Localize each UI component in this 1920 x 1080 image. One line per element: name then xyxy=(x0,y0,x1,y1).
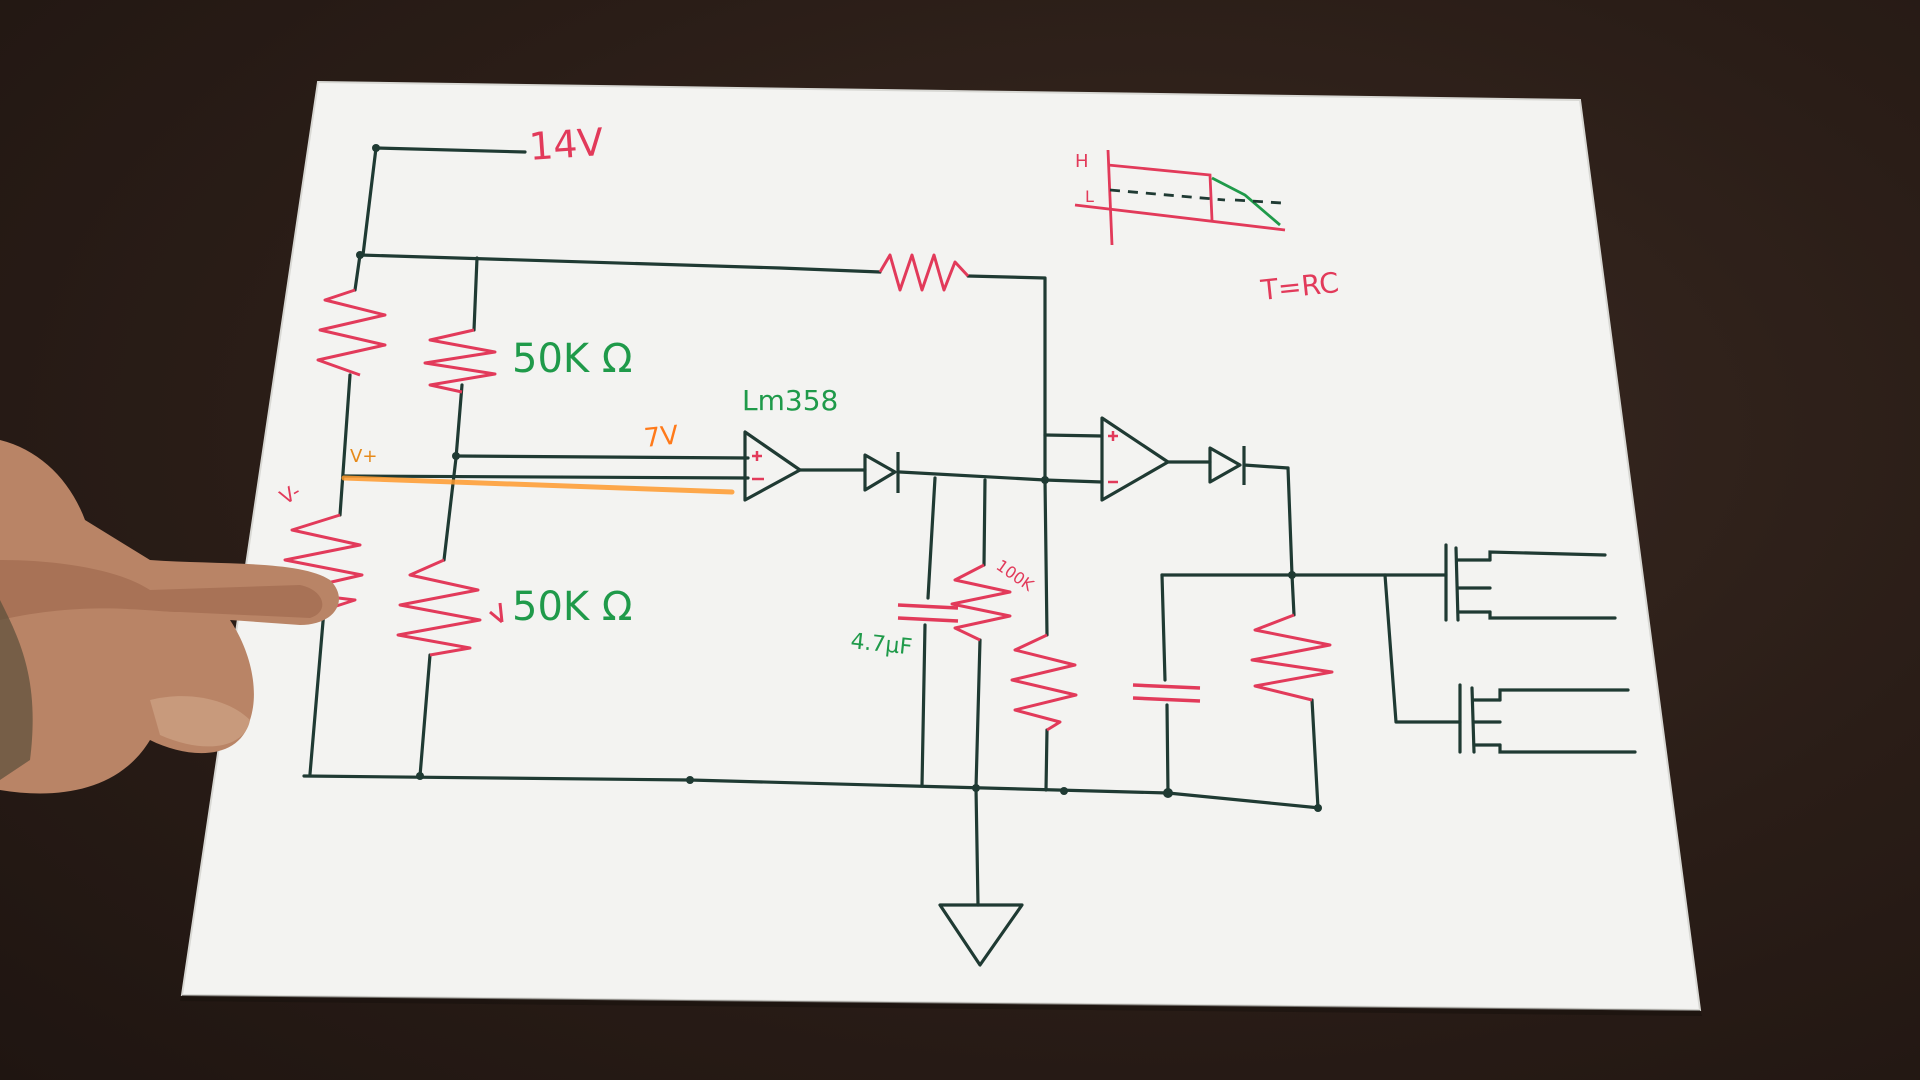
label-wave-l: L xyxy=(1085,187,1094,206)
resistor-50k-bottom xyxy=(396,558,482,657)
diode-2 xyxy=(1208,446,1242,484)
opamps xyxy=(743,416,1170,502)
pot-left xyxy=(283,513,364,612)
circuit-wires xyxy=(302,146,1462,907)
resistor-top-rail xyxy=(878,253,970,292)
resistor-right xyxy=(1250,613,1334,702)
opamp-2 xyxy=(1100,416,1170,502)
junction-dots xyxy=(356,144,1322,812)
label-14v: 14V xyxy=(528,120,605,169)
highlight-stroke xyxy=(341,475,735,495)
label-wave-h: H xyxy=(1075,151,1089,172)
diodes xyxy=(863,446,1246,493)
label-v-plus: V+ xyxy=(350,446,377,467)
label-lm358: Lm358 xyxy=(742,384,838,417)
paper-shadow xyxy=(180,995,1702,1016)
resistor-left-top xyxy=(316,288,387,377)
label-50k-top: 50K Ω xyxy=(512,336,632,382)
capacitors xyxy=(897,603,1201,703)
opamp-1 xyxy=(743,430,802,502)
ground-symbol xyxy=(938,903,1024,967)
resistor-node xyxy=(1010,633,1078,732)
hand xyxy=(0,440,339,794)
resistor-50k-top xyxy=(423,328,497,394)
label-50k-bottom: 50K Ω xyxy=(512,584,632,630)
mosfets xyxy=(1444,543,1637,754)
pot-100k xyxy=(950,563,1012,642)
waveform-sketch xyxy=(1074,149,1286,246)
paper-sheet xyxy=(180,80,1702,1012)
label-7v: 7V xyxy=(643,421,680,454)
label-formula: T=RC xyxy=(1258,266,1340,307)
resistors xyxy=(283,253,1334,732)
diode-1 xyxy=(863,453,897,492)
